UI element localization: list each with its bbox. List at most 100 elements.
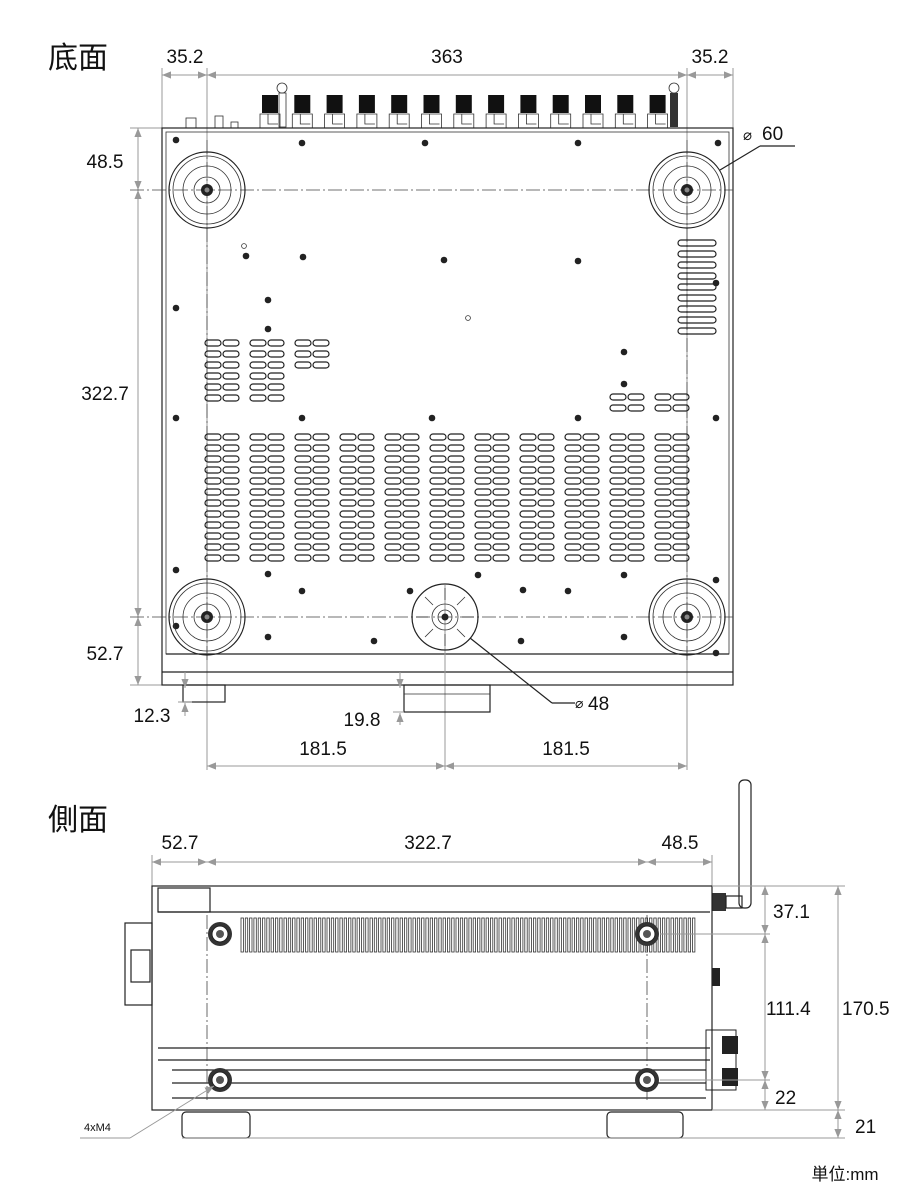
antenna — [712, 779, 752, 911]
vent-slot — [300, 917, 305, 953]
speaker-terminal — [649, 95, 666, 113]
vent-slot — [554, 917, 558, 953]
vent-slot — [474, 499, 492, 507]
speaker-terminal — [358, 95, 375, 113]
vent-slot — [384, 444, 402, 452]
dim-foot-to-foot-depth: 322.7 — [81, 384, 129, 405]
vent-slot — [312, 455, 330, 463]
foot-ring — [193, 176, 221, 204]
vent-slot — [609, 433, 627, 441]
vent-slot — [627, 521, 645, 529]
bottom-depth-dimension: 48.5 322.7 52.7 — [81, 127, 165, 686]
vent-slot — [312, 466, 330, 474]
mount-screw-head — [643, 1076, 651, 1084]
vent-slot — [537, 444, 555, 452]
vent-slot — [654, 466, 672, 474]
side-vent-slot — [677, 250, 717, 258]
vent-slot — [654, 510, 672, 518]
vent-slot — [274, 917, 279, 953]
vent-slot — [451, 917, 455, 953]
vent-slot — [582, 444, 600, 452]
vent-slot — [312, 444, 330, 452]
vent-slot — [204, 383, 222, 391]
vent-slot — [402, 543, 420, 551]
vent-slot — [472, 917, 477, 953]
vent-slot — [564, 554, 582, 562]
foot-ring — [662, 592, 712, 642]
vent-slot — [292, 917, 296, 953]
speaker-terminal — [552, 95, 569, 113]
vent-slot — [267, 488, 285, 496]
vent-slot — [267, 466, 285, 474]
vent-slot — [481, 917, 485, 953]
vent-slot — [474, 510, 492, 518]
foot-bolt-center — [684, 614, 690, 620]
vent-slot — [222, 543, 240, 551]
vent-slot — [582, 455, 600, 463]
antenna-post — [278, 92, 287, 128]
vent-slot — [402, 499, 420, 507]
vent-slot — [446, 917, 451, 953]
side-dim-foot-to-rear: 48.5 — [662, 833, 699, 854]
screw-hole — [564, 587, 572, 595]
vent-slot — [222, 521, 240, 529]
vent-slot — [609, 466, 627, 474]
vent-slot — [312, 521, 330, 529]
bottom-vents — [204, 239, 717, 562]
vent-slot — [654, 393, 672, 401]
vent-slot — [357, 444, 375, 452]
vent-slot — [474, 554, 492, 562]
vent-slot — [244, 917, 249, 953]
vent-slot — [627, 393, 645, 401]
vent-slot — [492, 455, 510, 463]
vent-slot — [294, 499, 312, 507]
screw-hole — [421, 139, 429, 147]
vent-slot — [537, 554, 555, 562]
vent-slot — [339, 433, 357, 441]
vent-slot — [672, 466, 690, 474]
vent-slot — [654, 488, 672, 496]
vent-slot — [294, 444, 312, 452]
vent-slot — [533, 917, 537, 953]
terminal-bracket — [259, 113, 281, 128]
vent-slot — [222, 488, 240, 496]
vent-slot — [326, 917, 330, 953]
vent-slot — [204, 543, 222, 551]
screw-hole — [298, 414, 306, 422]
vent-slot — [249, 543, 267, 551]
vent-slot — [571, 917, 575, 953]
terminal-bracket — [582, 113, 604, 128]
vent-slot — [343, 917, 348, 953]
screw-hole — [517, 637, 525, 645]
vent-slot — [447, 477, 465, 485]
vent-slot — [654, 455, 672, 463]
terminal-bracket — [388, 113, 410, 128]
vent-slot — [429, 466, 447, 474]
vent-slot — [384, 499, 402, 507]
vent-slot — [498, 917, 502, 953]
vent-slot — [537, 499, 555, 507]
antenna-post — [670, 93, 678, 127]
vent-slot — [550, 917, 554, 953]
vent-slot — [339, 510, 357, 518]
vent-slot — [567, 917, 571, 953]
vent-slot — [627, 532, 645, 540]
unit-label: 単位:mm — [811, 1165, 878, 1184]
vent-slot — [492, 510, 510, 518]
vent-slot — [222, 455, 240, 463]
vent-slot — [249, 444, 267, 452]
vent-slot — [464, 917, 468, 953]
vent-slot — [222, 372, 240, 380]
vent-slot — [507, 917, 511, 953]
vent-slot — [492, 532, 510, 540]
vent-slot — [601, 917, 606, 953]
vent-slot — [654, 477, 672, 485]
speaker-terminal — [423, 95, 440, 113]
vent-slot — [339, 521, 357, 529]
vent-slot — [222, 350, 240, 358]
vent-slot — [564, 521, 582, 529]
screw-hole — [264, 296, 272, 304]
foot-ring — [662, 165, 712, 215]
vent-slot — [609, 393, 627, 401]
vent-slot — [519, 488, 537, 496]
